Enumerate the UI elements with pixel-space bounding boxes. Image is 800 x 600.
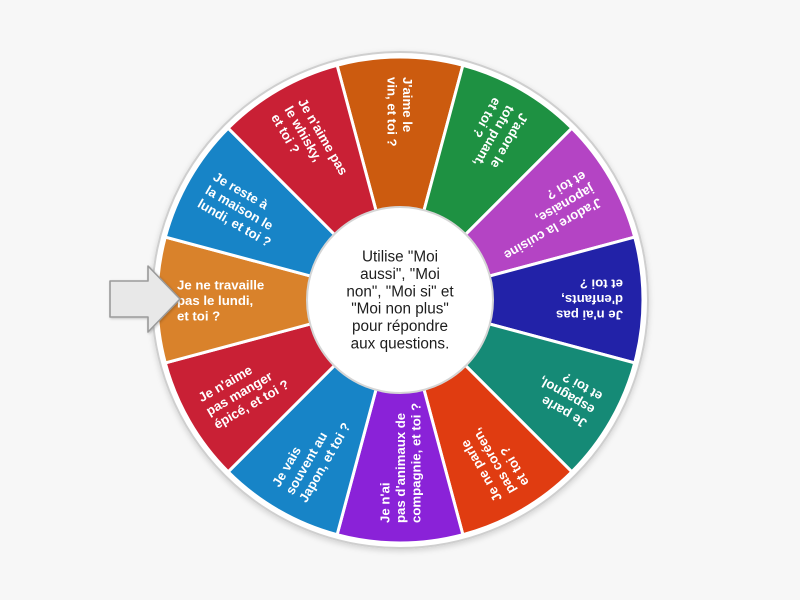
center-text-line: pour répondre bbox=[352, 318, 448, 335]
center-text-line: aux questions. bbox=[351, 336, 450, 353]
wheel-center-hub[interactable] bbox=[306, 206, 494, 394]
segment-label-line: vin, et toi ? bbox=[384, 77, 399, 147]
segment-label-line: et toi ? bbox=[580, 277, 623, 292]
center-text-line: aussi", "Moi bbox=[360, 266, 440, 283]
segment-label-line: d'enfants, bbox=[561, 292, 623, 307]
segment-label-line: pas le lundi, bbox=[177, 293, 253, 308]
arrow-pointer[interactable] bbox=[109, 265, 181, 333]
segment-label-line: Je n'ai bbox=[378, 482, 393, 523]
segment-label-line: J'aime le bbox=[400, 77, 415, 132]
wheel-segment[interactable] bbox=[335, 294, 465, 545]
segment-label-line: et toi ? bbox=[177, 309, 220, 324]
wheel-segment[interactable] bbox=[394, 235, 645, 365]
segment-label-line: Je ne travaille bbox=[177, 278, 264, 293]
center-text-line: non", "Moi si" et bbox=[346, 283, 454, 300]
center-text-line: Utilise "Moi bbox=[362, 249, 438, 266]
wheel-segment[interactable] bbox=[335, 55, 465, 306]
segment-label-line: Je n'ai pas bbox=[556, 308, 623, 323]
segment-label-line: compagnie, et toi ? bbox=[409, 403, 424, 523]
segment-label-line: pas d'animaux de bbox=[393, 413, 408, 523]
center-text-line: "Moi non plus" bbox=[351, 301, 449, 318]
